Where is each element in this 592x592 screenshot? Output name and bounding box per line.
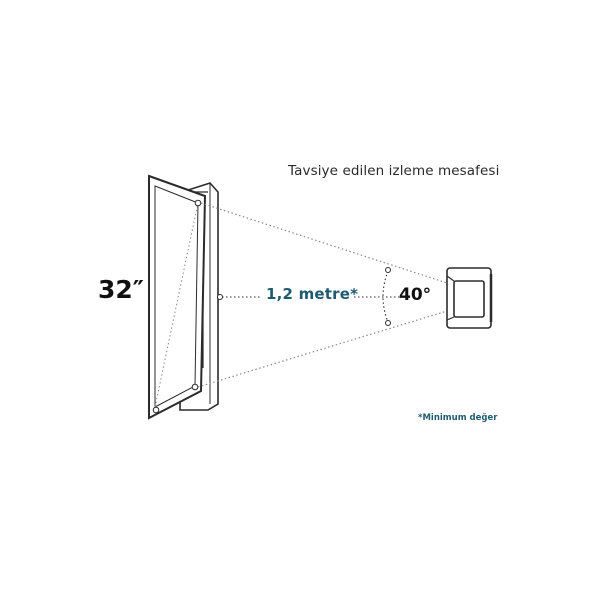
tv-screen <box>148 174 207 420</box>
screen-size-label: 32″ <box>98 275 144 304</box>
footnote: *Minimum değer <box>418 413 498 423</box>
angle-label: 40° <box>399 285 432 305</box>
viewer-armchair-icon <box>446 267 493 329</box>
angle-arc <box>382 267 391 326</box>
diagram-title: Tavsiye edilen izleme mesafesi <box>288 163 500 179</box>
viewing-cone <box>197 202 448 388</box>
distance-label: 1,2 metre* <box>266 285 359 303</box>
distance-line <box>217 294 400 300</box>
